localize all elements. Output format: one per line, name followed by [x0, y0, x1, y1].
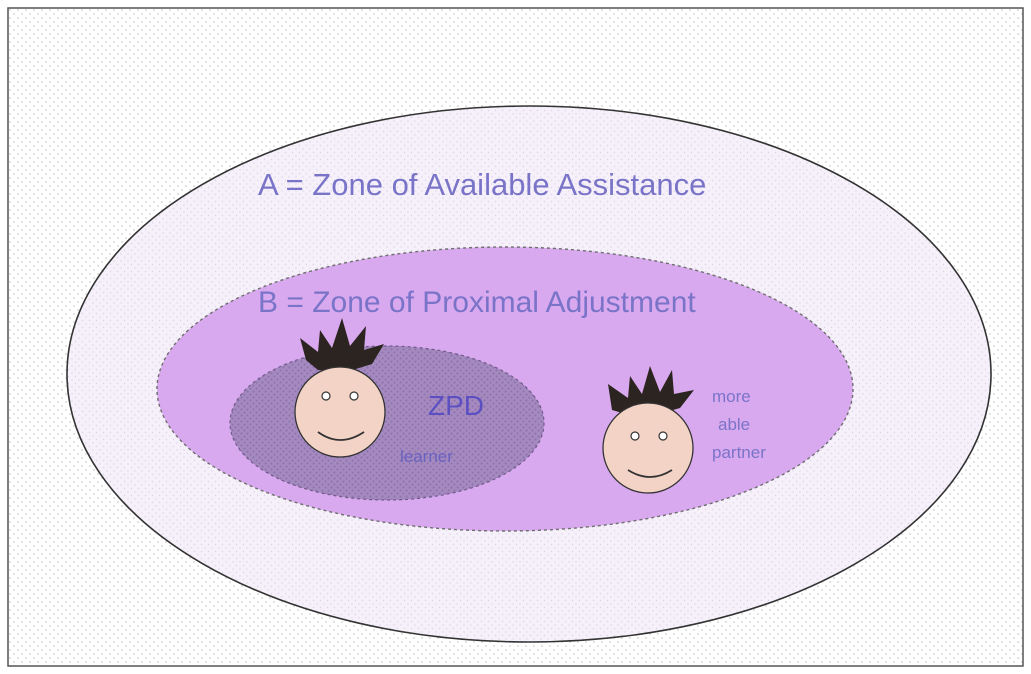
learner-eye-right — [349, 391, 359, 401]
partner-label-line-2: able — [718, 415, 750, 434]
zpd-label: ZPD — [428, 390, 484, 421]
learner-smile — [317, 431, 365, 441]
learner-head — [294, 366, 386, 458]
partner-label-line-1: more — [712, 387, 751, 406]
partner-face — [602, 366, 694, 494]
learner-label: learner — [400, 447, 453, 466]
learner-face — [294, 318, 386, 458]
learner-eye-left — [321, 391, 331, 401]
partner-label-line-3: partner — [712, 443, 766, 462]
zone-b-label: B = Zone of Proximal Adjustment — [258, 286, 696, 319]
partner-eye-right — [658, 431, 668, 441]
partner-head — [602, 402, 694, 494]
zpd-ellipse — [229, 345, 545, 501]
partner-hair-icon — [608, 366, 694, 416]
learner-hair-icon — [300, 318, 384, 372]
partner-eye-left — [630, 431, 640, 441]
zone-a-label: A = Zone of Available Assistance — [258, 167, 706, 202]
partner-smile — [627, 469, 673, 478]
